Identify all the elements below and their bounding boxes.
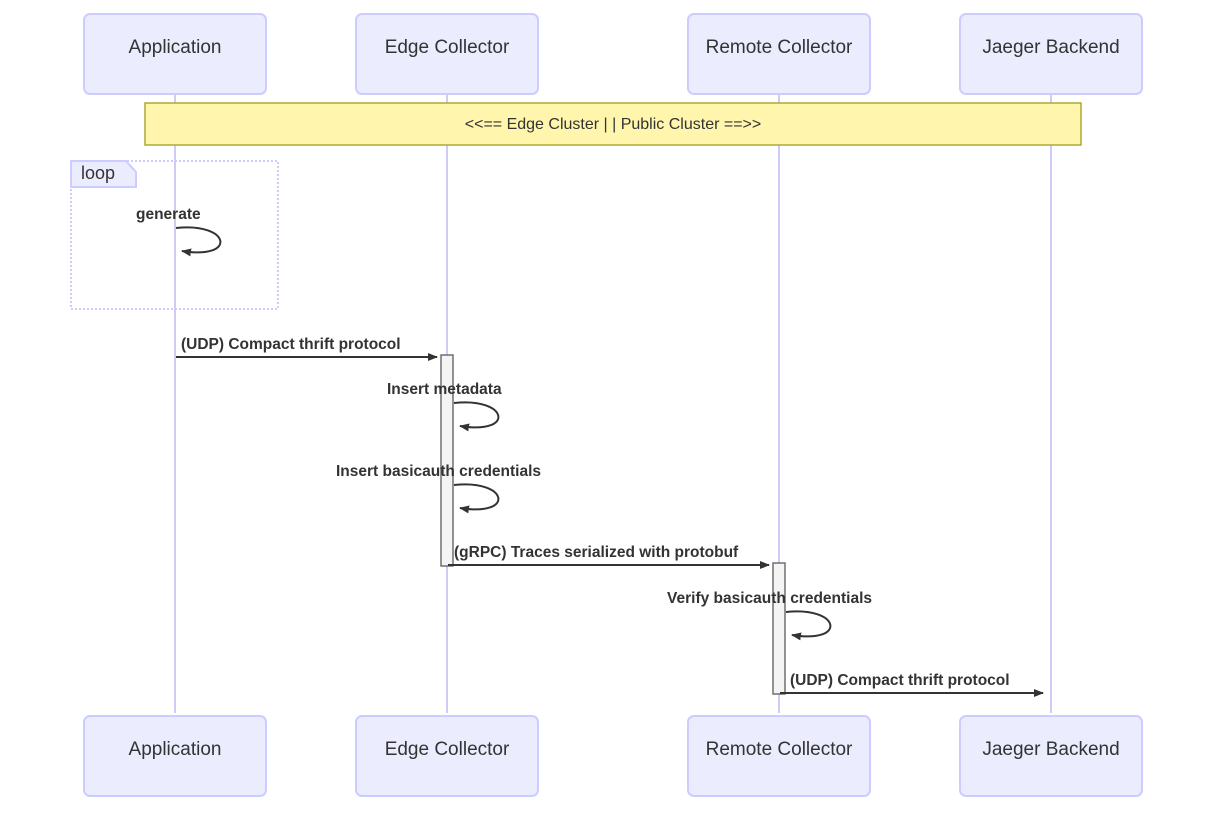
self-message-arrow xyxy=(453,401,500,432)
message-label: (UDP) Compact thrift protocol xyxy=(181,336,401,353)
activation-edge-collector xyxy=(440,354,454,567)
loop-box xyxy=(70,160,279,310)
participant-jaeger-backend-bottom[interactable]: Jaeger Backend xyxy=(959,715,1143,797)
participant-box[interactable] xyxy=(959,715,1143,797)
note-text: <<== Edge Cluster | | Public Cluster ==>… xyxy=(465,116,761,133)
participant-label: Application xyxy=(129,37,222,58)
participant-box[interactable] xyxy=(687,13,871,95)
participant-jaeger-backend-top[interactable]: Jaeger Backend xyxy=(959,13,1143,95)
lifelines xyxy=(174,94,1052,713)
participants-bottom: Application Edge Collector Remote Collec… xyxy=(83,715,1143,797)
self-message-arrow xyxy=(785,610,832,641)
self-message-arrow xyxy=(175,226,222,257)
message-insert-metadata: Insert metadata xyxy=(387,381,502,432)
self-message-arrow xyxy=(453,483,500,514)
participant-remote-collector-bottom[interactable]: Remote Collector xyxy=(687,715,871,797)
note-edge-public-cluster: <<== Edge Cluster | | Public Cluster ==>… xyxy=(144,102,1082,146)
participant-application-top[interactable]: Application xyxy=(83,13,267,95)
message-label: Verify basicauth credentials xyxy=(667,590,872,607)
participants-top: Application Edge Collector Remote Collec… xyxy=(83,13,1143,95)
loop-label: loop xyxy=(81,163,115,183)
participant-label: Application xyxy=(129,739,222,760)
message-verify-basicauth-credentials: Verify basicauth credentials xyxy=(667,590,872,641)
loop-fragment: loop generate xyxy=(70,160,279,310)
loop-tab xyxy=(70,160,137,188)
message-label: Insert metadata xyxy=(387,381,502,398)
message-udp-compact-thrift-2: (UDP) Compact thrift protocol xyxy=(780,672,1044,697)
participant-box[interactable] xyxy=(687,715,871,797)
participant-label: Edge Collector xyxy=(385,37,510,58)
participant-application-bottom[interactable]: Application xyxy=(83,715,267,797)
message-label: generate xyxy=(136,206,201,223)
note-box xyxy=(144,102,1082,146)
participant-box[interactable] xyxy=(355,715,539,797)
participant-label: Edge Collector xyxy=(385,739,510,760)
activation-bars xyxy=(440,354,786,695)
participant-box[interactable] xyxy=(959,13,1143,95)
message-label: (UDP) Compact thrift protocol xyxy=(790,672,1010,689)
participant-label: Jaeger Backend xyxy=(982,739,1119,760)
participant-remote-collector-top[interactable]: Remote Collector xyxy=(687,13,871,95)
participant-edge-collector-bottom[interactable]: Edge Collector xyxy=(355,715,539,797)
participant-label: Remote Collector xyxy=(706,37,853,58)
participant-box[interactable] xyxy=(83,715,267,797)
message-label: Insert basicauth credentials xyxy=(336,463,541,480)
participant-box[interactable] xyxy=(83,13,267,95)
message-grpc-traces-protobuf: (gRPC) Traces serialized with protobuf xyxy=(448,544,770,569)
participant-label: Remote Collector xyxy=(706,739,853,760)
message-label: (gRPC) Traces serialized with protobuf xyxy=(454,544,739,561)
message-udp-compact-thrift-1: (UDP) Compact thrift protocol xyxy=(176,336,438,361)
participant-edge-collector-top[interactable]: Edge Collector xyxy=(355,13,539,95)
message-generate: generate xyxy=(136,206,222,257)
participant-box[interactable] xyxy=(355,13,539,95)
message-insert-basicauth-credentials: Insert basicauth credentials xyxy=(336,463,541,514)
participant-label: Jaeger Backend xyxy=(982,37,1119,58)
activation-remote-collector xyxy=(772,562,786,695)
